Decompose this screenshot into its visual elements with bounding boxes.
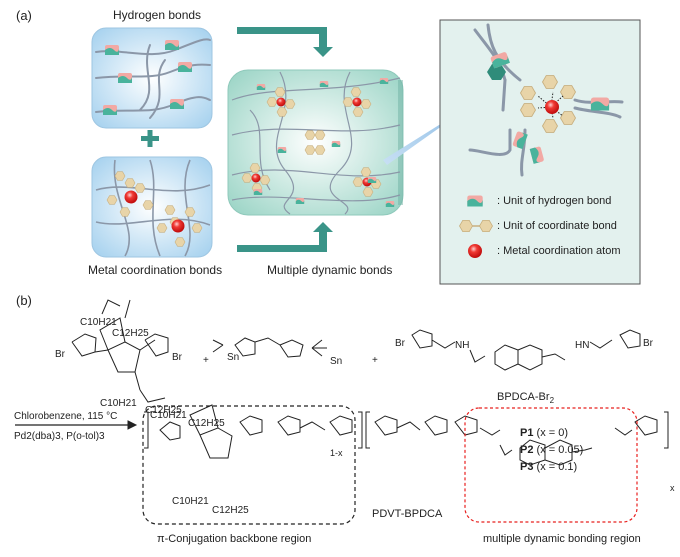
polymer-name: PDVT-BPDCA — [372, 508, 443, 520]
bpdca-monomer — [411, 329, 641, 371]
metal-atom-icon — [468, 244, 482, 258]
plus-1: + — [203, 355, 209, 366]
subscript-x: x — [670, 483, 675, 493]
hydrogen-bonds-box — [91, 27, 213, 129]
reaction-condition-2: Pd2(dba)3, P(o-tol)3 — [14, 431, 105, 442]
bpdca-name: BPDCA-Br2 — [497, 391, 555, 406]
dynamic-region-label: multiple dynamic bonding region — [483, 533, 641, 545]
dynamic-bonding-region-box — [464, 407, 638, 523]
panel-b-scheme — [15, 299, 669, 525]
legend-coordinate-bond: : Unit of coordinate bond — [497, 220, 617, 232]
legend-hydrogen-bond: : Unit of hydrogen bond — [497, 195, 612, 207]
variant-p3: P3 (x = 0.1) — [520, 461, 578, 473]
panel-b-label: (b) — [16, 293, 32, 308]
coordinate-bond-unit-icon — [459, 220, 493, 232]
zoom-arrow-icon — [383, 103, 467, 165]
metal-coordination-title: Metal coordination bonds — [88, 263, 223, 277]
subscript-1-x: 1-x — [330, 448, 343, 458]
reaction-condition-1: Chlorobenzene, 115 °C — [14, 411, 118, 422]
dpp-br-right: Br — [172, 352, 182, 363]
bpdca-hn: HN — [575, 340, 590, 351]
poly-chain-top-a: C10H21 — [150, 410, 187, 421]
bpdca-nh: NH — [455, 340, 470, 351]
zoom-detail-panel — [439, 19, 641, 285]
variant-p1: P1 (x = 0) — [520, 427, 569, 439]
top-arrow-icon — [237, 27, 333, 57]
sn-right: Sn — [330, 356, 343, 367]
polymer-structure — [144, 404, 669, 466]
bpdca-br-right: Br — [643, 338, 653, 349]
legend-metal-atom: : Metal coordination atom — [497, 245, 621, 257]
dpp-chain-top-a: C10H21 — [80, 317, 117, 328]
dpp-br-left: Br — [55, 349, 65, 360]
hydrogen-bond-unit-icon — [467, 195, 483, 207]
dpp-chain-top-b: C12H25 — [112, 328, 149, 339]
poly-chain-bot-a: C10H21 — [172, 496, 209, 507]
sn-left: Sn — [227, 352, 240, 363]
conjugation-region-box — [142, 405, 356, 525]
conjugation-region-label: π-Conjugation backbone region — [157, 533, 312, 545]
panel-a-label: (a) — [16, 8, 32, 23]
multiple-dynamic-bonds-title: Multiple dynamic bonds — [267, 263, 393, 277]
plus-2: + — [372, 355, 378, 366]
bpdca-br-left: Br — [395, 338, 405, 349]
variant-p2: P2 (x = 0.05) — [520, 444, 584, 456]
plus-icon — [141, 130, 159, 147]
stannyl-thiophene-monomer — [212, 337, 327, 358]
panel-a-diagram — [91, 19, 641, 285]
poly-chain-top-b: C12H25 — [188, 418, 225, 429]
metal-coordination-box — [91, 156, 213, 258]
multiple-dynamic-bonds-box — [227, 69, 404, 216]
hydrogen-bonds-title: Hydrogen bonds — [113, 8, 202, 22]
poly-chain-bot-b: C12H25 — [212, 505, 249, 516]
dpp-chain-bot-b: C12H25 — [145, 405, 182, 416]
dpp-chain-bot-a: C10H21 — [100, 398, 137, 409]
bottom-arrow-icon — [237, 222, 333, 252]
dpp-monomer — [71, 299, 169, 403]
